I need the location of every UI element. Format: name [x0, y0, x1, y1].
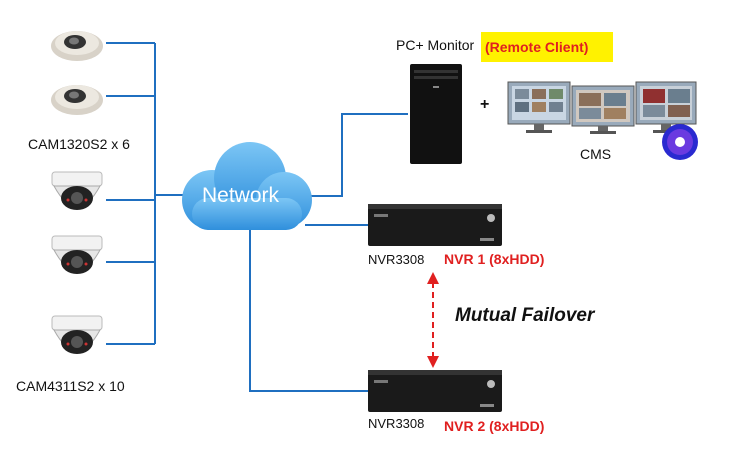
pc-monitor-label: PC+ Monitor — [396, 37, 475, 53]
nvr1-model: NVR3308 — [368, 252, 425, 267]
cms-label: CMS — [580, 146, 612, 162]
cloud-icon — [182, 142, 312, 230]
monitor-icon — [507, 81, 571, 133]
camera-group-label: CAM4311S2 x 10 — [16, 378, 125, 394]
failover-label: Mutual Failover — [455, 305, 595, 326]
nvr2-description: NVR 2 (8xHDD) — [444, 418, 545, 434]
monitor-icon — [635, 81, 697, 133]
dome-camera-icon — [51, 315, 103, 354]
network-label: Network — [202, 184, 280, 207]
monitor-icon — [571, 85, 635, 134]
mini-dome-camera-icon — [51, 85, 103, 115]
pc-tower-icon — [410, 64, 462, 164]
failover-arrow — [427, 272, 439, 368]
remote-client-badge: (Remote Client) — [481, 32, 613, 62]
dome-camera-icon — [51, 171, 103, 210]
mini-dome-camera-icon — [51, 31, 103, 61]
nvr2-model: NVR3308 — [368, 416, 425, 431]
plus-sign: + — [480, 96, 490, 113]
nvr-device-icon — [368, 204, 502, 246]
nvr-device-icon — [368, 370, 502, 412]
disc-icon — [662, 124, 698, 160]
camera-group-label: CAM1320S2 x 6 — [28, 136, 130, 152]
dome-camera-icon — [51, 235, 103, 274]
nvr1-description: NVR 1 (8xHDD) — [444, 251, 545, 267]
